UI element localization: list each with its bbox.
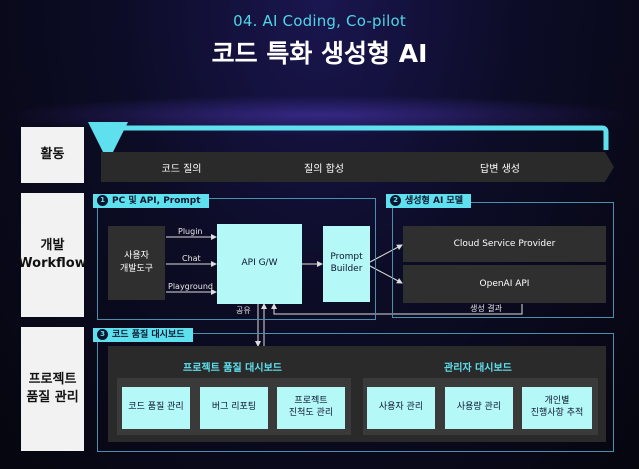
page-title: 코드 특화 생성형 AI <box>211 39 428 68</box>
openai-api-box: OpenAI API <box>403 265 606 303</box>
dashboard-panel <box>97 333 614 452</box>
admin-dashboard-title: 관리자 대시보드 <box>444 363 512 374</box>
generation-result-label: 생성 결과 <box>470 304 502 313</box>
row-label-workflow: 개발 Workflow <box>18 193 87 317</box>
result-return-edge <box>271 303 523 315</box>
step-code-query: 코드 질의 <box>101 152 262 182</box>
gen-ai-panel <box>392 202 614 318</box>
bug-reporting-box: 버그 리포팅 <box>200 387 268 429</box>
chat-label: Chat <box>182 254 201 263</box>
user-management-box: 사용자 관리 <box>367 387 435 429</box>
usage-management-box: 사용량 관리 <box>445 387 513 429</box>
pc-api-panel <box>97 198 376 320</box>
step-query-synthesis: 질의 합성 <box>249 152 399 182</box>
feedback-loop-arrow <box>88 122 609 162</box>
code-quality-box: 코드 품질 관리 <box>122 387 190 429</box>
api-gateway-box: API G/W <box>217 224 302 304</box>
page-subtitle: 04. AI Coding, Co-pilot <box>233 12 406 30</box>
row-label-quality: 프로젝트 품질 관리 <box>21 327 84 451</box>
progress-management-box: 프로젝트 진척도 관리 <box>277 387 345 429</box>
playground-label: Playground <box>168 282 213 291</box>
step-answer-generation: 답변 생성 <box>386 152 614 182</box>
row-label-activity: 활동 <box>21 127 84 183</box>
plugin-label: Plugin <box>178 227 203 236</box>
project-dashboard-title: 프로젝트 품질 대시보드 <box>183 363 282 374</box>
share-label: 공유 <box>236 306 251 315</box>
individual-progress-box: 개인별 진행사항 추적 <box>522 387 592 429</box>
cloud-service-provider-box: Cloud Service Provider <box>403 226 606 262</box>
prompt-builder-box: Prompt Builder <box>323 226 370 302</box>
user-dev-tool-box: 사용자 개발도구 <box>108 226 165 300</box>
